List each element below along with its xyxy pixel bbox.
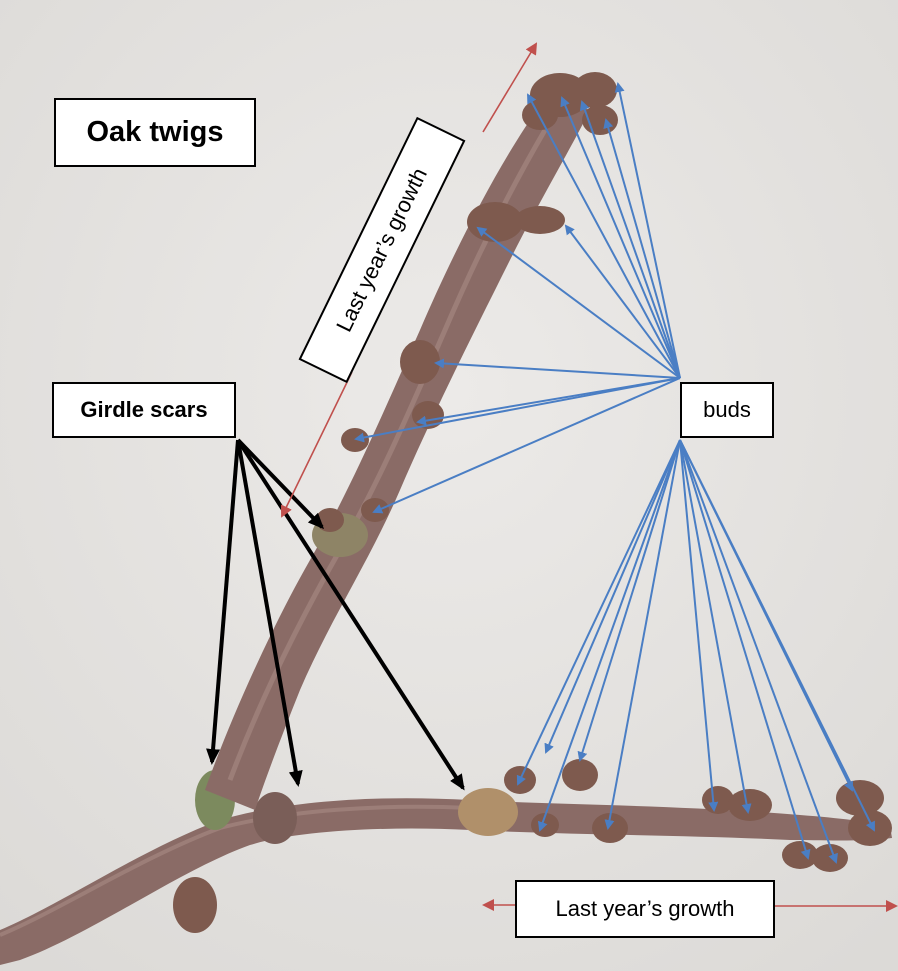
title-label: Oak twigs (54, 98, 256, 167)
girdle-scar (253, 792, 297, 844)
lower-bud (173, 877, 217, 933)
girdle-scars-label: Girdle scars (52, 382, 236, 438)
girdle-scar (458, 788, 518, 836)
growth-label-bottom: Last year’s growth (515, 880, 775, 938)
buds-label: buds (680, 382, 774, 438)
